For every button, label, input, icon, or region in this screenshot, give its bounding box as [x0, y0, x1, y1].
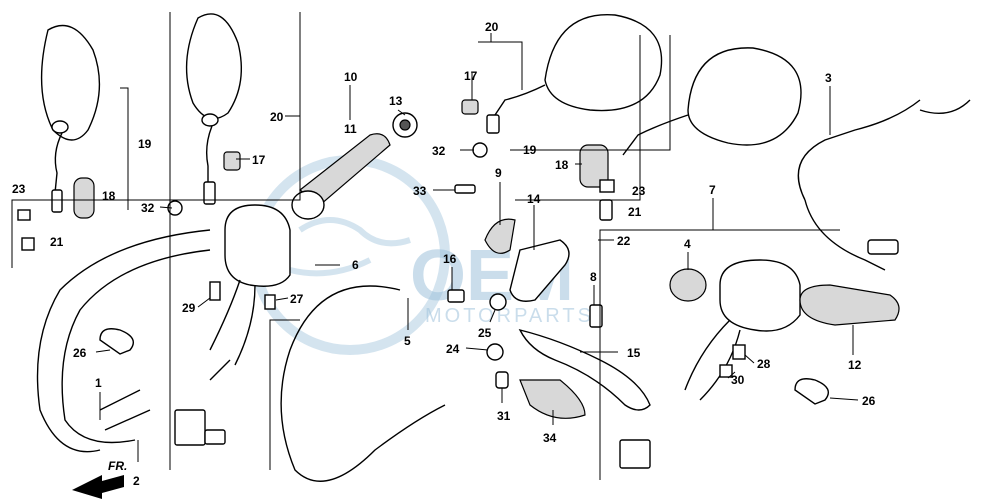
front-indicator: FR. — [72, 459, 127, 499]
callout-5: 5 — [404, 334, 411, 348]
callout-26a: 26 — [73, 346, 87, 360]
group-boxes — [11, 12, 840, 480]
callout-17a: 17 — [464, 69, 478, 83]
callout-8: 8 — [590, 270, 597, 284]
right-mirror-b — [579, 47, 802, 221]
callout-32b: 32 — [432, 144, 446, 158]
left-mirror-a — [40, 24, 101, 219]
callout-19b: 19 — [523, 143, 537, 157]
callout-12: 12 — [848, 358, 862, 372]
leader-lines — [95, 33, 859, 462]
callout-18a: 18 — [102, 189, 116, 203]
callout-15: 15 — [627, 346, 641, 360]
callout-6: 6 — [352, 258, 359, 272]
callout-23b: 23 — [632, 184, 646, 198]
callout-24: 24 — [446, 342, 460, 356]
callout-16: 16 — [443, 252, 457, 266]
watermark-sub: MOTORPARTS — [425, 305, 594, 327]
callout-21b: 21 — [628, 205, 642, 219]
callout-23a: 23 — [12, 182, 26, 196]
left-mirror-b — [185, 13, 243, 205]
callout-29: 29 — [182, 301, 196, 315]
cable-1-2 — [36, 229, 211, 453]
callout-2: 2 — [133, 474, 140, 488]
callout-30: 30 — [731, 373, 745, 387]
callout-27: 27 — [290, 292, 304, 306]
callout-17b: 17 — [252, 153, 266, 167]
callout-19a: 19 — [138, 137, 152, 151]
callout-33: 33 — [413, 184, 427, 198]
callout-20b: 20 — [270, 110, 284, 124]
callout-26b: 26 — [862, 394, 876, 408]
left-switch — [174, 204, 291, 446]
hardware — [17, 142, 829, 405]
callout-11: 11 — [344, 122, 357, 136]
throttle-grip — [291, 112, 418, 220]
callout-25: 25 — [478, 326, 492, 340]
callouts: 1 2 3 4 5 6 7 8 9 10 11 12 13 14 15 16 1… — [12, 20, 876, 488]
front-label: FR. — [108, 459, 127, 473]
callout-18b: 18 — [555, 158, 569, 172]
front-arrow-icon — [72, 475, 124, 499]
callout-13: 13 — [389, 94, 403, 108]
callout-22: 22 — [617, 234, 631, 248]
callout-14: 14 — [527, 192, 541, 206]
callout-31: 31 — [497, 409, 511, 423]
callout-32a: 32 — [141, 201, 155, 215]
callout-9: 9 — [495, 166, 502, 180]
callout-20a: 20 — [485, 20, 499, 34]
callout-21a: 21 — [50, 235, 64, 249]
right-mirror-a — [461, 14, 663, 134]
lever-assembly — [484, 218, 651, 419]
callout-7: 7 — [709, 183, 716, 197]
right-switch — [619, 259, 900, 469]
callout-10: 10 — [344, 70, 358, 84]
callout-34: 34 — [543, 431, 557, 445]
callout-1: 1 — [95, 376, 102, 390]
cable-center — [280, 285, 446, 482]
callout-4: 4 — [684, 237, 691, 251]
cable-3 — [797, 99, 971, 271]
callout-28: 28 — [757, 357, 771, 371]
callout-3: 3 — [825, 71, 832, 85]
